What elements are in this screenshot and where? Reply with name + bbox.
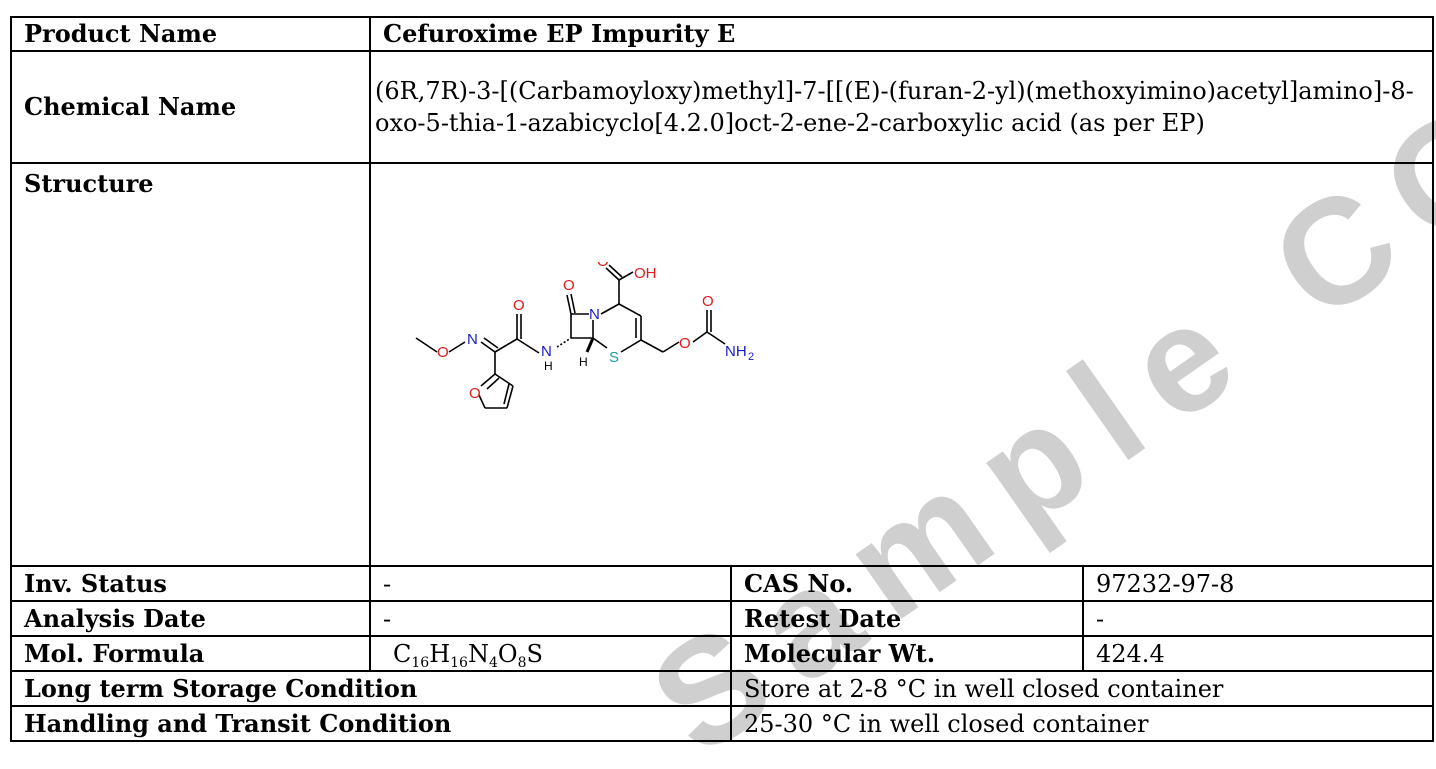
formula-h-count: 16	[450, 654, 468, 671]
atom-nh2-subscript: 2	[748, 351, 754, 363]
mol-formula-label: Mol. Formula	[10, 635, 371, 672]
formula-c: C	[393, 639, 412, 668]
atom-nh: N	[541, 343, 552, 360]
structure-label: Structure	[10, 162, 371, 567]
formula-o: O	[497, 639, 518, 668]
inv-status-label: Inv. Status	[10, 565, 371, 602]
molecular-wt-value: 424.4	[1081, 635, 1435, 672]
row-structure: Structure	[10, 162, 1435, 567]
formula-n-count: 4	[488, 654, 498, 671]
storage-condition-label: Long term Storage Condition	[10, 670, 732, 707]
atom-o-amide: O	[513, 297, 525, 314]
chemical-name-label: Chemical Name	[10, 50, 371, 164]
row-inv-status: Inv. Status - CAS No. 97232-97-8	[10, 565, 1435, 602]
row-storage-condition: Long term Storage Condition Store at 2-8…	[10, 670, 1435, 707]
atom-o-lactam: O	[563, 277, 575, 294]
analysis-date-label: Analysis Date	[10, 600, 371, 637]
molecular-wt-label: Molecular Wt.	[730, 635, 1084, 672]
molecule-structure-image: O N O O N H O N H S O OH O O NH 2	[415, 262, 754, 409]
product-name-value: Cefuroxime EP Impurity E	[368, 16, 1435, 52]
mol-formula-value: C16H16N4O8S	[369, 635, 732, 672]
retest-date-label: Retest Date	[730, 600, 1084, 637]
formula-c-count: 16	[411, 654, 430, 671]
retest-date-value: -	[1081, 600, 1435, 637]
atom-s: S	[609, 349, 619, 366]
inv-status-value: -	[369, 565, 732, 602]
chemical-name-value: (6R,7R)-3-[(Carbamoyloxy)methyl]-7-[[(E)…	[368, 50, 1435, 164]
atom-o-carbamate: O	[702, 293, 714, 310]
row-handling-condition: Handling and Transit Condition 25-30 °C …	[10, 705, 1435, 742]
row-analysis-date: Analysis Date - Retest Date -	[10, 600, 1435, 637]
atom-o-methoxy: O	[437, 344, 449, 361]
atom-oh: OH	[634, 265, 657, 282]
handling-condition-value: 25-30 °C in well closed container	[729, 705, 1435, 742]
product-name-label: Product Name	[10, 16, 371, 52]
formula-h: H	[429, 639, 451, 668]
product-info-table: Product Name Cefuroxime EP Impurity E Ch…	[10, 16, 1435, 742]
formula-n: N	[467, 639, 489, 668]
cas-no-label: CAS No.	[730, 565, 1084, 602]
handling-condition-label: Handling and Transit Condition	[10, 705, 732, 742]
row-mol-formula: Mol. Formula C16H16N4O8S Molecular Wt. 4…	[10, 635, 1435, 672]
cas-no-value: 97232-97-8	[1081, 565, 1435, 602]
structure-cell: O N O O N H O N H S O OH O O NH 2	[368, 162, 1435, 567]
atom-h-nh: H	[544, 359, 553, 373]
atom-o-carbonyl: O	[597, 262, 609, 270]
formula-s: S	[526, 639, 543, 668]
analysis-date-value: -	[369, 600, 732, 637]
atom-o-ester: O	[679, 335, 691, 352]
atom-n-ring: N	[589, 306, 600, 323]
atom-o-furan: O	[469, 385, 481, 402]
atom-h: H	[579, 355, 588, 369]
storage-condition-value: Store at 2-8 °C in well closed container	[729, 670, 1435, 707]
formula-o-count: 8	[517, 654, 527, 671]
row-product-name: Product Name Cefuroxime EP Impurity E	[10, 16, 1435, 52]
atom-nh2: NH	[725, 343, 747, 360]
atom-n-imine: N	[467, 331, 478, 348]
row-chemical-name: Chemical Name (6R,7R)-3-[(Carbamoyloxy)m…	[10, 50, 1435, 164]
